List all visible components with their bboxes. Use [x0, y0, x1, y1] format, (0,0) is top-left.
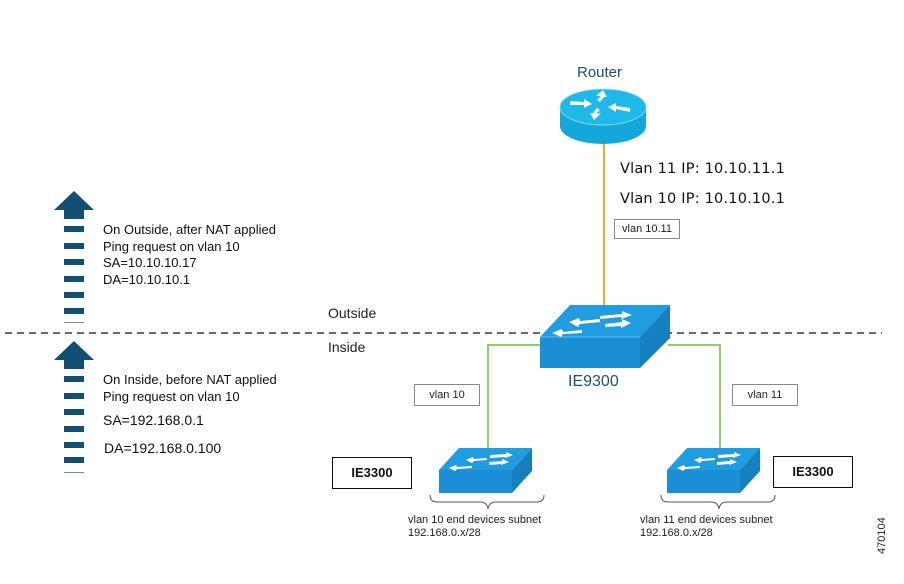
- vlan10-subnet-range: 192.168.0.x/28: [408, 527, 481, 539]
- vlan10-subnet-description: vlan 10 end devices subnet: [408, 514, 542, 526]
- access-switch-left-icon: [429, 448, 545, 510]
- access-switch-right-model: IE3300: [773, 456, 853, 488]
- core-switch-label: IE9300: [568, 373, 619, 390]
- inside-note-source-address: SA=192.168.0.1: [103, 412, 204, 428]
- access-switch-right-icon: [660, 448, 776, 510]
- inside-upward-arrow-icon: [54, 341, 94, 473]
- router-vlan10-ip: Vlan 10 IP: 10.10.10.1: [620, 191, 786, 207]
- access-link-vlan10: [487, 344, 540, 453]
- outside-zone-label: Outside: [328, 305, 377, 321]
- vlan10-tag: vlan 10: [414, 384, 480, 406]
- core-switch-icon: [540, 305, 670, 368]
- access-switch-left-model: IE3300: [332, 457, 412, 489]
- outside-note-line-2: Ping request on vlan 10: [103, 238, 240, 254]
- outside-note-source-address: SA=10.10.10.17: [103, 255, 197, 270]
- access-link-vlan11: [668, 344, 721, 453]
- outside-note-destination-address: DA=10.10.10.1: [103, 271, 191, 287]
- vlan11-tag: vlan 11: [732, 384, 798, 406]
- outside-upward-arrow-icon: [54, 191, 94, 323]
- brace-left: [429, 494, 545, 510]
- vlan10-subnet-label: vlan 10 end devices subnet 192.168.0.x/2…: [408, 514, 541, 540]
- router-icon: [559, 88, 647, 144]
- outside-note-line-1: On Outside, after NAT applied: [103, 222, 276, 237]
- uplink-vlan-tag: vlan 10.11: [614, 219, 680, 239]
- inside-zone-label: Inside: [328, 339, 366, 355]
- router-vlan11-ip: Vlan 11 IP: 10.10.11.1: [620, 161, 786, 177]
- brace-right: [660, 494, 776, 510]
- outside-nat-note: On Outside, after NAT applied Ping reque…: [103, 222, 276, 288]
- vlan11-subnet-label: vlan 11 end devices subnet 192.168.0.x/2…: [640, 514, 773, 540]
- figure-number: 470104: [876, 517, 888, 554]
- inside-note-line-1: On Inside, before NAT applied: [103, 372, 277, 387]
- vlan11-subnet-description: vlan 11 end devices subnet: [640, 514, 773, 526]
- inside-note-line-2: Ping request on vlan 10: [103, 388, 240, 404]
- inside-nat-note: On Inside, before NAT applied Ping reque…: [103, 372, 277, 405]
- vlan11-subnet-range: 192.168.0.x/28: [640, 527, 713, 539]
- inside-note-destination-address: DA=192.168.0.100: [104, 440, 222, 456]
- router-label: Router: [577, 64, 623, 81]
